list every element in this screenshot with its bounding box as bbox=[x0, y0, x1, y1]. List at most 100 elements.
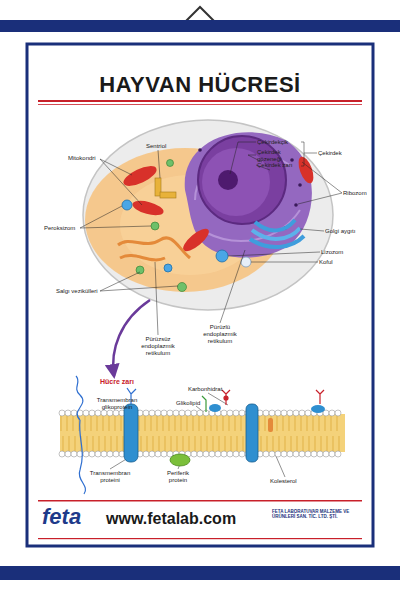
mitochondrion bbox=[180, 225, 212, 255]
lipid-tail bbox=[205, 416, 206, 431]
lipid-head bbox=[293, 451, 299, 457]
lipid-head bbox=[209, 451, 215, 457]
lipid-tail bbox=[291, 436, 292, 451]
brand-logo: feta bbox=[42, 504, 102, 529]
lipid-head bbox=[263, 410, 269, 416]
lipid-tail bbox=[181, 416, 182, 431]
membrane-label: Transmembran glikoprotein bbox=[92, 397, 142, 411]
carbohydrate bbox=[127, 388, 324, 412]
lipid-head bbox=[221, 451, 227, 457]
lipid-tail bbox=[327, 436, 328, 451]
zoom-arrow bbox=[113, 300, 150, 376]
nucleus bbox=[218, 170, 238, 190]
golgi bbox=[252, 228, 300, 239]
poster-frame bbox=[38, 500, 362, 502]
mitochondrion bbox=[296, 155, 317, 185]
lipid-tail bbox=[189, 436, 190, 451]
lipid-tail bbox=[165, 436, 166, 451]
vesicle bbox=[167, 160, 174, 167]
ribosome bbox=[294, 203, 298, 207]
poster-frame bbox=[27, 44, 373, 546]
bottom-bar bbox=[0, 566, 400, 580]
lipid-tail bbox=[103, 416, 104, 431]
organelle-label: Çekirdekçik bbox=[257, 139, 307, 146]
leader-line bbox=[80, 206, 151, 228]
lipid-tail bbox=[339, 436, 340, 451]
lipid-head bbox=[287, 451, 293, 457]
lipid-head bbox=[191, 410, 197, 416]
lipid-tail bbox=[141, 436, 142, 451]
lipid-tail bbox=[303, 436, 304, 451]
lipid-tail bbox=[237, 436, 238, 451]
carbohydrate bbox=[316, 390, 324, 404]
lipid-tail bbox=[115, 416, 116, 431]
lipid-tail bbox=[283, 416, 284, 431]
membrane-label: Karbonhidrat bbox=[188, 386, 233, 393]
website-url: www.fetalab.com bbox=[106, 510, 266, 528]
lipid-head bbox=[275, 410, 281, 416]
lipid-tail bbox=[213, 436, 214, 451]
lipid-tail bbox=[121, 416, 122, 431]
centriole bbox=[160, 192, 176, 198]
leader-line bbox=[220, 250, 245, 323]
hanger bbox=[186, 7, 214, 21]
lipid-head bbox=[107, 451, 113, 457]
membrane-protein bbox=[209, 404, 221, 412]
lipid-tail bbox=[109, 416, 110, 431]
membrane-protein bbox=[246, 404, 258, 462]
poster-frame bbox=[38, 104, 362, 106]
lipid-head bbox=[263, 451, 269, 457]
lipid-tail bbox=[241, 416, 242, 431]
lipid-tail bbox=[295, 416, 296, 431]
lipid-tail bbox=[207, 436, 208, 451]
leader-line bbox=[100, 272, 178, 291]
lipid-head bbox=[143, 410, 149, 416]
ribosome bbox=[290, 158, 294, 162]
lipid-tail bbox=[139, 416, 140, 431]
ribosome bbox=[198, 148, 302, 230]
lipid-head bbox=[317, 451, 323, 457]
lipid-head bbox=[83, 451, 89, 457]
lipid-tail bbox=[231, 436, 232, 451]
lipid-head bbox=[65, 410, 71, 416]
lipid-head bbox=[233, 410, 239, 416]
leader-line bbox=[298, 162, 342, 204]
lipid-tail bbox=[277, 416, 278, 431]
lipid-head bbox=[149, 410, 155, 416]
lipid-head bbox=[239, 451, 245, 457]
lipid-tail bbox=[331, 416, 332, 431]
membrane-label: Glikolipid bbox=[176, 400, 211, 407]
lipid-tail bbox=[193, 416, 194, 431]
membrane-protein bbox=[124, 404, 325, 466]
smooth-er bbox=[118, 238, 190, 260]
membrane-protein bbox=[311, 405, 325, 413]
leader-line bbox=[208, 393, 228, 405]
lipid-head bbox=[275, 451, 281, 457]
vacuole bbox=[241, 257, 251, 267]
lipid-tail bbox=[151, 416, 152, 431]
glycoprotein-chain bbox=[76, 376, 86, 494]
lipid-head bbox=[215, 451, 221, 457]
vesicle bbox=[136, 160, 187, 292]
lipid-tail bbox=[307, 416, 308, 431]
membrane-protein bbox=[170, 454, 190, 466]
lipid-head bbox=[323, 451, 329, 457]
lipid-head bbox=[59, 410, 65, 416]
membrane-label: Kolesterol bbox=[270, 478, 306, 485]
leader-line bbox=[301, 142, 317, 166]
lipid-head bbox=[65, 451, 71, 457]
lipid-head bbox=[191, 451, 197, 457]
lipid-head bbox=[155, 410, 161, 416]
glycoprotein-chain bbox=[76, 376, 86, 494]
organelle-label: Koful bbox=[319, 259, 349, 266]
lipid-head bbox=[161, 451, 167, 457]
lipid-tail bbox=[93, 436, 94, 451]
membrane-protein bbox=[124, 404, 138, 462]
lipid-head bbox=[227, 410, 233, 416]
leader-line bbox=[230, 142, 256, 174]
lipid-tail bbox=[73, 416, 74, 431]
lipid-head bbox=[149, 451, 155, 457]
lipid-tail bbox=[183, 436, 184, 451]
organelle-label: Ribozom bbox=[343, 190, 371, 197]
